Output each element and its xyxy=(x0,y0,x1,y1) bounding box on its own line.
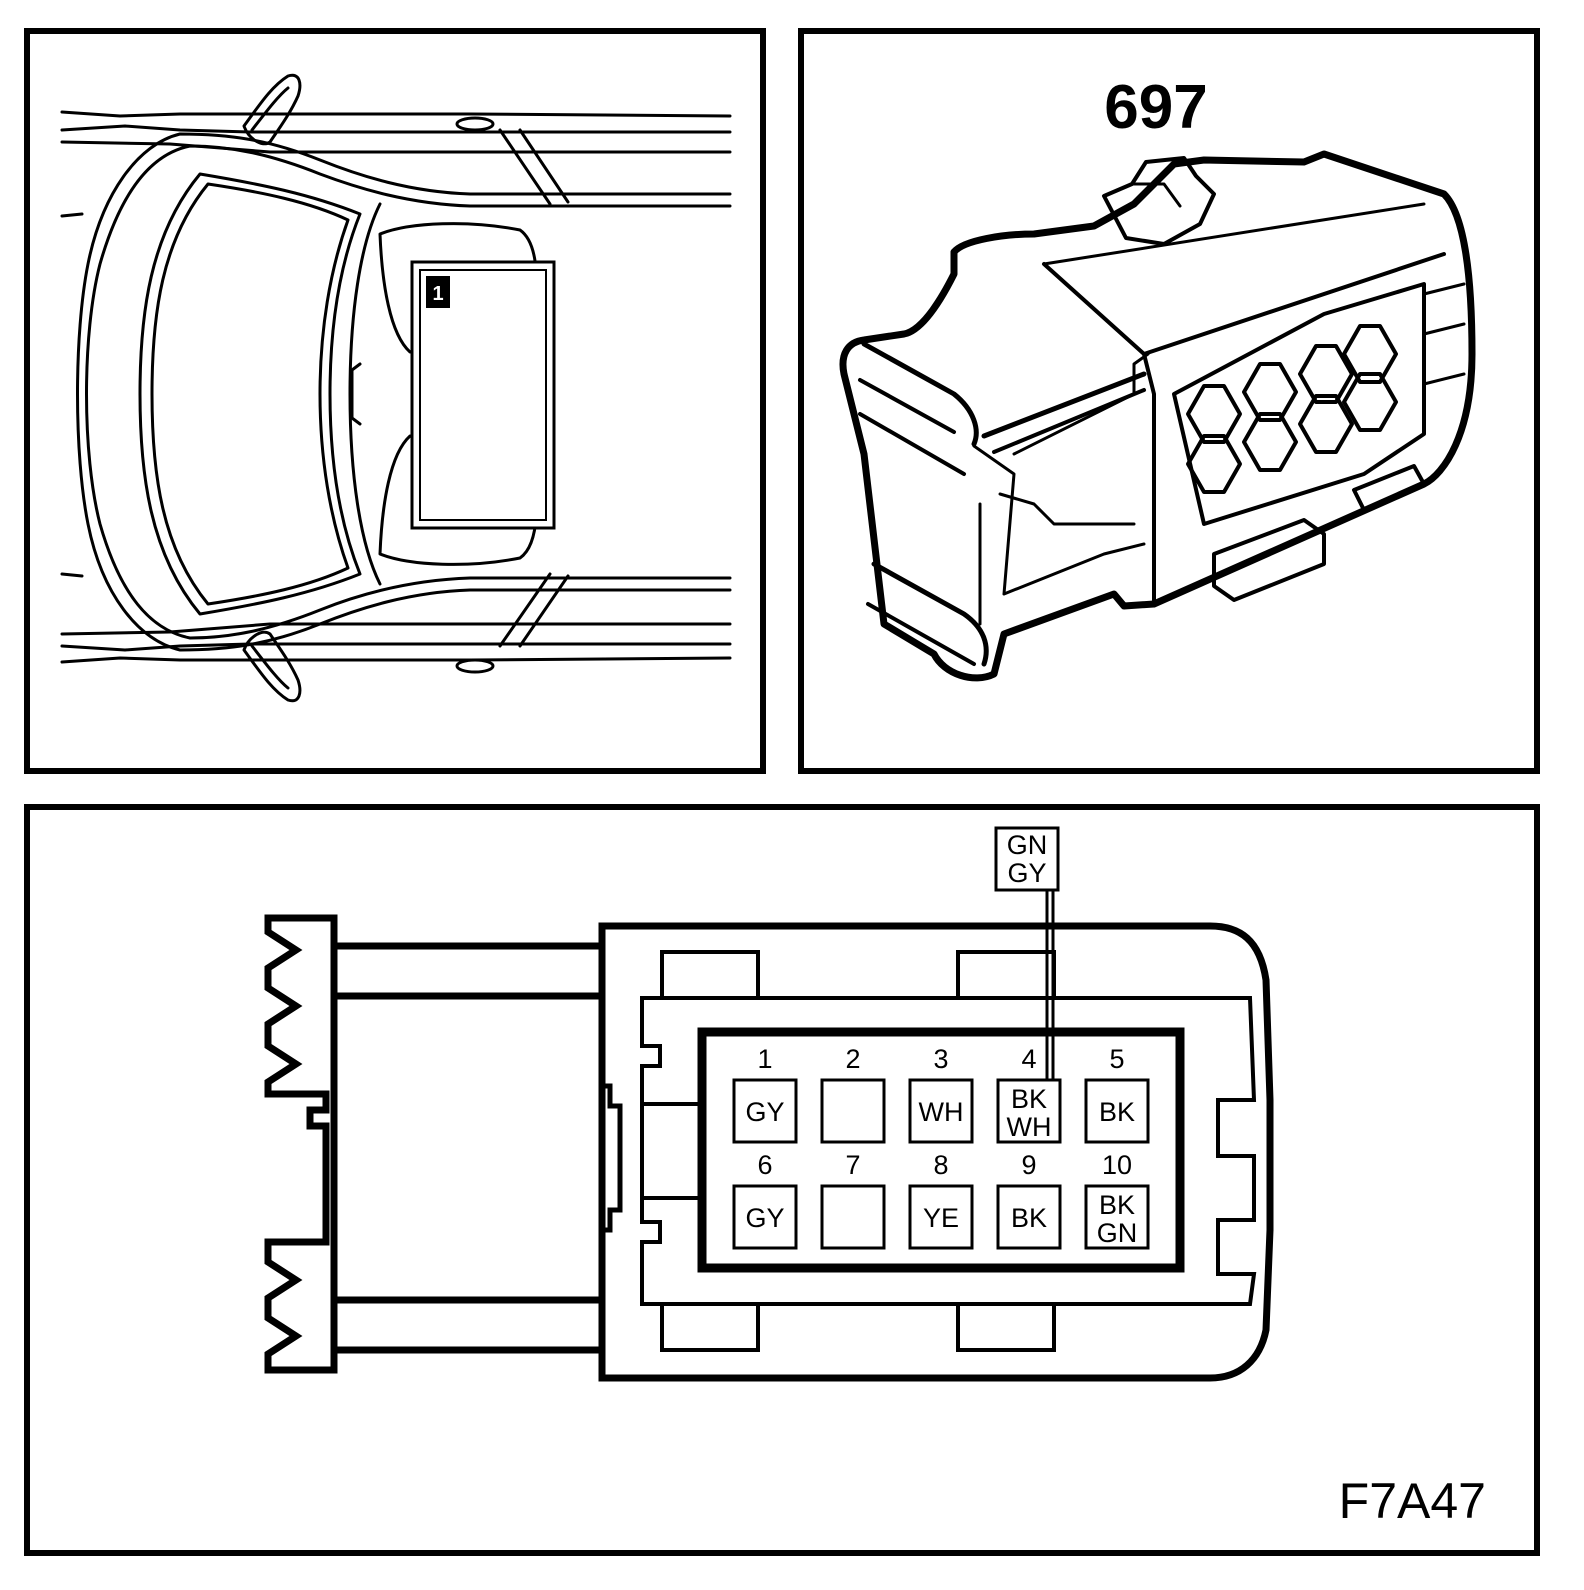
figure-code: F7A47 xyxy=(1339,1473,1486,1529)
location-callout-number: 1 xyxy=(432,283,443,305)
pin-number: 10 xyxy=(1102,1150,1132,1180)
connector-number: 697 xyxy=(1104,73,1207,142)
pin-wire-color: WH xyxy=(919,1097,964,1127)
location-view-panel: 1 xyxy=(24,28,766,774)
pin-wire-color: GY xyxy=(745,1203,784,1233)
pin-number: 6 xyxy=(757,1150,772,1180)
pin-wire-color: GY xyxy=(745,1097,784,1127)
pin-number: 7 xyxy=(845,1150,860,1180)
pin-number: 2 xyxy=(845,1044,860,1074)
pin-number: 4 xyxy=(1021,1044,1036,1074)
pin-wire-color: BK xyxy=(1011,1203,1047,1233)
callout-wire-color: GY xyxy=(1007,858,1046,888)
pin-number: 9 xyxy=(1021,1150,1036,1180)
pin-wire-color: BK xyxy=(1099,1097,1135,1127)
pin-wire-color: WH xyxy=(1007,1112,1052,1142)
pinout-panel: 1 2 3 4 5 GY WH BK WH BK 6 7 8 9 10 GY Y… xyxy=(24,804,1540,1556)
connector-isometric-drawing: 697 xyxy=(839,73,1476,682)
pin-number: 8 xyxy=(933,1150,948,1180)
pin-wire-color: BK xyxy=(1011,1084,1047,1114)
connector-face-drawing: 1 2 3 4 5 GY WH BK WH BK 6 7 8 9 10 GY Y… xyxy=(264,826,1486,1529)
connector-view-panel: 697 xyxy=(798,28,1540,774)
pin-wire-color: YE xyxy=(923,1203,959,1233)
pin-wire-color: BK xyxy=(1099,1190,1135,1220)
callout-wire-color: GN xyxy=(1007,830,1048,860)
vehicle-top-view-drawing: 1 xyxy=(60,73,732,703)
pin-number: 3 xyxy=(933,1044,948,1074)
location-callout-badge xyxy=(426,276,450,308)
pin-wire-color: GN xyxy=(1097,1218,1138,1248)
pin-number: 1 xyxy=(757,1044,772,1074)
pin-number: 5 xyxy=(1109,1044,1124,1074)
